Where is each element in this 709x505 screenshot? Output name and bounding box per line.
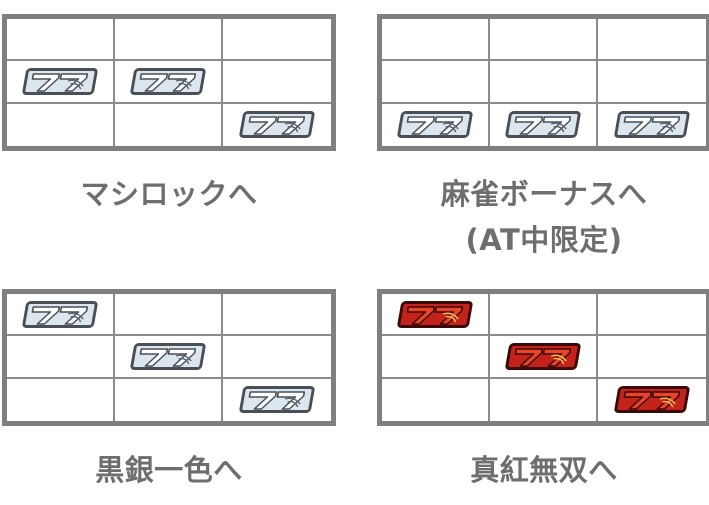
reel-cell [7, 294, 115, 337]
reel-cell [490, 336, 598, 379]
reel-grid [377, 289, 709, 426]
reel-panel-kokugin-isshoku [2, 289, 336, 426]
red-seven-icon [397, 300, 473, 328]
reel-cell [223, 294, 331, 337]
caption-kokugin-isshoku: 黒銀一色へ [95, 453, 243, 487]
reel-cell [7, 336, 115, 379]
reel-cell [115, 294, 223, 337]
reel-cell [115, 61, 223, 104]
reel-cell [7, 103, 115, 146]
reel-cell [223, 19, 331, 62]
reel-cell [598, 104, 706, 146]
reel-cell [598, 379, 706, 421]
reel-cell [598, 336, 706, 379]
caption-mahjong-bonus: 麻雀ボーナスへ [440, 177, 648, 211]
silver-seven-icon [130, 342, 206, 370]
silver-seven-icon [22, 67, 98, 95]
silver-seven-icon [239, 111, 315, 139]
reel-cell [115, 336, 223, 379]
silver-seven-icon [397, 111, 473, 139]
reel-cell [598, 19, 706, 62]
reel-cell [382, 61, 490, 104]
reel-cell [7, 378, 115, 421]
reel-cell [115, 103, 223, 146]
reel-cell [223, 379, 331, 421]
reel-cell [223, 61, 331, 104]
reel-panel-mashirock [2, 14, 336, 151]
silver-seven-icon [505, 111, 581, 139]
reel-cell [115, 378, 223, 421]
silver-seven-icon [239, 386, 315, 414]
reel-cell [115, 19, 223, 62]
reel-cell [490, 378, 598, 421]
reel-cell [490, 103, 598, 146]
reel-cell [598, 294, 706, 337]
silver-seven-icon [614, 111, 690, 139]
caption-mashirock: マシロックへ [80, 177, 258, 211]
reel-grid [377, 14, 709, 151]
reel-cell [490, 61, 598, 104]
reel-cell [382, 336, 490, 379]
silver-seven-icon [22, 300, 98, 328]
caption-shinku-muso: 真紅無双へ [470, 453, 618, 487]
reel-cell [490, 294, 598, 337]
reel-cell [382, 378, 490, 421]
reel-cell [223, 336, 331, 379]
reel-cell [598, 61, 706, 104]
reel-grid [2, 14, 336, 151]
reel-panel-mahjong-bonus [377, 14, 709, 151]
reel-grid [2, 289, 336, 426]
reel-cell [382, 19, 490, 62]
reel-panel-shinku-muso [377, 289, 709, 426]
silver-seven-icon [130, 67, 206, 95]
reel-cell [382, 294, 490, 337]
reel-cell [7, 61, 115, 104]
reel-cell [7, 19, 115, 62]
red-seven-icon [614, 386, 690, 414]
reel-cell [223, 104, 331, 146]
red-seven-icon [505, 342, 581, 370]
reel-cell [382, 103, 490, 146]
reel-cell [490, 19, 598, 62]
caption-mahjong-bonus-note: (AT中限定) [465, 223, 623, 257]
